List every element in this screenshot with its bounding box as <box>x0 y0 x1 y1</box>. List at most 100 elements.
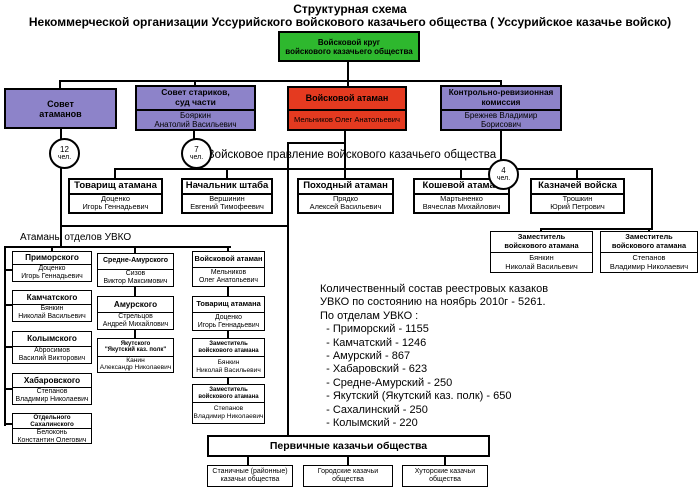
chart-title: Структурная схема <box>293 2 407 16</box>
board-member-name: Вершинин Евгений Тимофеевич <box>183 192 271 212</box>
district-box: Амурского Стрельцов Андрей Михайлович <box>97 296 174 330</box>
board-member-box: Походный атаман Прядко Алексей Васильеви… <box>297 178 394 214</box>
connector-line <box>193 131 195 139</box>
war-ataman-name: Мельников Олег Анатольевич <box>289 109 405 129</box>
connector-line <box>500 80 502 86</box>
board-member-title: Походный атаман <box>303 180 388 192</box>
district-ataman-name: Абросимов Василий Викторович <box>13 346 91 363</box>
stats-line: - Приморский - 1155 <box>320 323 429 336</box>
badge-unit: чел. <box>57 154 72 161</box>
district-ataman-name: Белоконь Константин Олегович <box>13 428 91 445</box>
leadership-title: Войсковой атаман <box>194 254 263 264</box>
elders-council-title: Совет стариков, суд части <box>161 87 230 107</box>
connector-line <box>227 331 229 339</box>
member-count-badge: 12 чел. <box>49 138 80 169</box>
chart-subtitle: Некоммерческой организации Уссурийского … <box>28 15 672 29</box>
connector-line <box>5 304 13 306</box>
district-box: Приморского Доценко Игорь Геннадьевич <box>12 251 92 282</box>
connector-line <box>60 164 62 248</box>
connector-line <box>287 142 289 435</box>
district-title: Камчатского <box>26 292 78 302</box>
leadership-name: Мельников Олег Анатольевич <box>193 267 264 286</box>
district-title: Якутского "Якутский каз. полк" <box>104 340 167 354</box>
connector-line <box>247 457 249 466</box>
connector-line <box>5 346 13 348</box>
district-title: Хабаровского <box>23 375 81 385</box>
stats-line: - Якутский (Якутский каз. полк) - 650 <box>320 390 512 403</box>
leadership-name: Доценко Игорь Геннадьевич <box>193 312 264 330</box>
leadership-box: Войсковой атаман Мельников Олег Анатолье… <box>192 251 265 287</box>
district-box: Якутского "Якутский каз. полк" Канин Але… <box>97 338 174 373</box>
primary-society-child-box: Хуторские казачьи общества <box>402 465 488 487</box>
stats-line: - Колымский - 220 <box>320 417 418 430</box>
connector-line <box>5 423 13 425</box>
war-ataman-title: Войсковой атаман <box>305 93 389 104</box>
district-title: Отдельного Сахалинского <box>30 413 74 428</box>
leadership-name: Степанов Владимир Николаевич <box>193 402 264 423</box>
board-member-title: Казначей войска <box>538 180 617 192</box>
district-title: Амурского <box>113 299 158 309</box>
deputy-name: Бянкин Николай Васильевич <box>491 252 592 272</box>
connector-line <box>60 129 62 139</box>
connector-line <box>5 388 13 390</box>
district-atamans-label: Атаманы отделов УВКО <box>20 232 132 243</box>
district-ataman-name: Бянкин Николай Васильевич <box>13 304 91 321</box>
connector-line <box>651 168 653 230</box>
district-title: Приморского <box>25 253 79 263</box>
board-label: Войсковое правление войскового казачьего… <box>207 149 497 161</box>
connector-line <box>344 131 346 168</box>
connector-line <box>116 168 653 170</box>
board-member-name: Трошкин Юрий Петрович <box>532 192 623 212</box>
district-ataman-name: Степанов Владимир Николаевич <box>13 387 91 404</box>
deputy-name: Степанов Владимир Николаевич <box>601 252 697 272</box>
connector-line <box>347 457 349 466</box>
board-member-box: Казначей войска Трошкин Юрий Петрович <box>530 178 625 214</box>
connector-line <box>5 246 231 248</box>
connector-line <box>5 269 13 271</box>
elders-council-box: Совет стариков, суд части Бояркин Анатол… <box>135 85 256 131</box>
board-member-title: Начальник штаба <box>185 180 269 192</box>
district-box: Камчатского Бянкин Николай Васильевич <box>12 290 92 322</box>
leadership-box: Заместитель войскового атамана Степанов … <box>192 384 265 424</box>
stats-block: Количественный состав реестровых казаков… <box>320 283 548 430</box>
connector-line <box>114 168 116 178</box>
connector-line <box>347 62 349 80</box>
deputy-title: Заместитель войскового атамана <box>611 232 687 250</box>
badge-count: 12 <box>60 145 69 154</box>
stats-line: - Средне-Амурский - 250 <box>320 376 453 389</box>
leadership-title: Заместитель войскового атамана <box>198 340 259 354</box>
connector-line <box>648 228 650 233</box>
connector-line <box>134 246 136 254</box>
deputy-ataman-box: Заместитель войскового атамана Степанов … <box>600 231 698 273</box>
deputy-ataman-box: Заместитель войскового атамана Бянкин Ни… <box>490 231 593 273</box>
connector-line <box>460 168 462 178</box>
district-box: Хабаровского Степанов Владимир Николаеви… <box>12 373 92 405</box>
connector-line <box>61 225 289 227</box>
connector-line <box>59 80 502 82</box>
board-member-name: Мартыненко Вячеслав Михайлович <box>415 192 508 212</box>
connector-line <box>540 228 542 233</box>
district-ataman-name: Доценко Игорь Геннадьевич <box>13 264 91 281</box>
connector-line <box>347 80 349 87</box>
connector-line <box>288 142 345 144</box>
connector-line <box>344 168 346 178</box>
connector-line <box>576 168 578 178</box>
war-circle-box: Войсковой круг войскового казачьего обще… <box>278 31 420 62</box>
board-member-box: Товарищ атамана Доценко Игорь Геннадьеви… <box>68 178 163 214</box>
member-count-badge: 7 чел. <box>181 138 212 169</box>
connector-line <box>51 246 53 252</box>
council-of-atamans-box: Совет атаманов <box>4 88 117 129</box>
audit-commission-name: Брежнев Владимир Борисович <box>442 108 560 129</box>
primary-society-child-box: Городские казачьи общества <box>303 465 393 487</box>
leadership-box: Товарищ атамана Доценко Игорь Геннадьеви… <box>192 296 265 331</box>
district-title: Средне-Амурского <box>102 257 169 265</box>
district-ataman-name: Стрельцов Андрей Михайлович <box>98 312 173 329</box>
board-member-title: Кошевой атаман <box>422 180 501 192</box>
stats-line: - Камчатский - 1246 <box>320 336 427 349</box>
deputy-title: Заместитель войскового атамана <box>504 232 579 250</box>
connector-line <box>134 287 136 296</box>
stats-line: Количественный состав реестровых казаков <box>320 283 549 295</box>
district-title: Колымского <box>27 334 77 344</box>
leadership-box: Заместитель войскового атамана Бянкин Ни… <box>192 338 265 378</box>
